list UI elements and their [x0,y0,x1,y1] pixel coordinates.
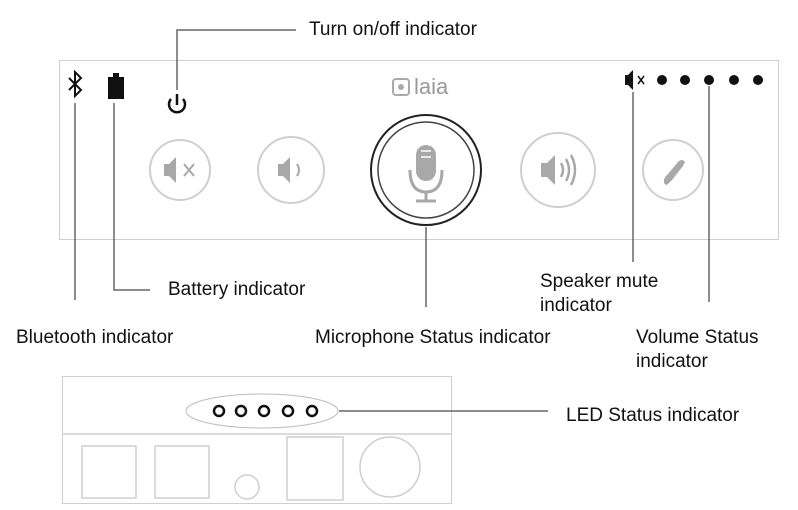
speaker-mute-icon [164,157,195,183]
volume-down-icon [278,157,300,183]
phone-icon [663,160,685,185]
microphone-status-label: Microphone Status indicator [315,327,551,348]
logo-text: laia [414,74,449,99]
speaker-mute-button[interactable] [149,139,211,201]
volume-status-label-line1: Volume Status [636,327,759,348]
microphone-button[interactable] [370,114,482,226]
power-icon [167,94,187,114]
logo-mark-icon [392,78,410,96]
bluetooth-icon [68,69,83,99]
speaker-mute-indicator-icon [625,70,645,90]
battery-indicator-label: Battery indicator [168,279,306,300]
led-status-group [185,393,339,429]
speaker-mute-label-line1: Speaker mute [540,271,659,292]
battery-icon [108,73,124,99]
power-indicator-label: Turn on/off indicator [309,19,477,40]
bluetooth-indicator-label: Bluetooth indicator [16,327,174,348]
volume-down-button[interactable] [257,136,325,204]
volume-status-leds [657,75,763,85]
speaker-mute-label-line2: indicator [540,295,612,316]
volume-up-button[interactable] [520,132,596,208]
leader-lines [74,29,710,412]
led-status-label: LED Status indicator [566,405,740,426]
volume-status-label-line2: indicator [636,351,708,372]
front-panel-ports [81,436,421,501]
phone-button[interactable] [642,139,704,201]
laia-logo: laia [392,74,448,100]
microphone-icon [408,145,444,203]
volume-up-icon [541,154,577,186]
